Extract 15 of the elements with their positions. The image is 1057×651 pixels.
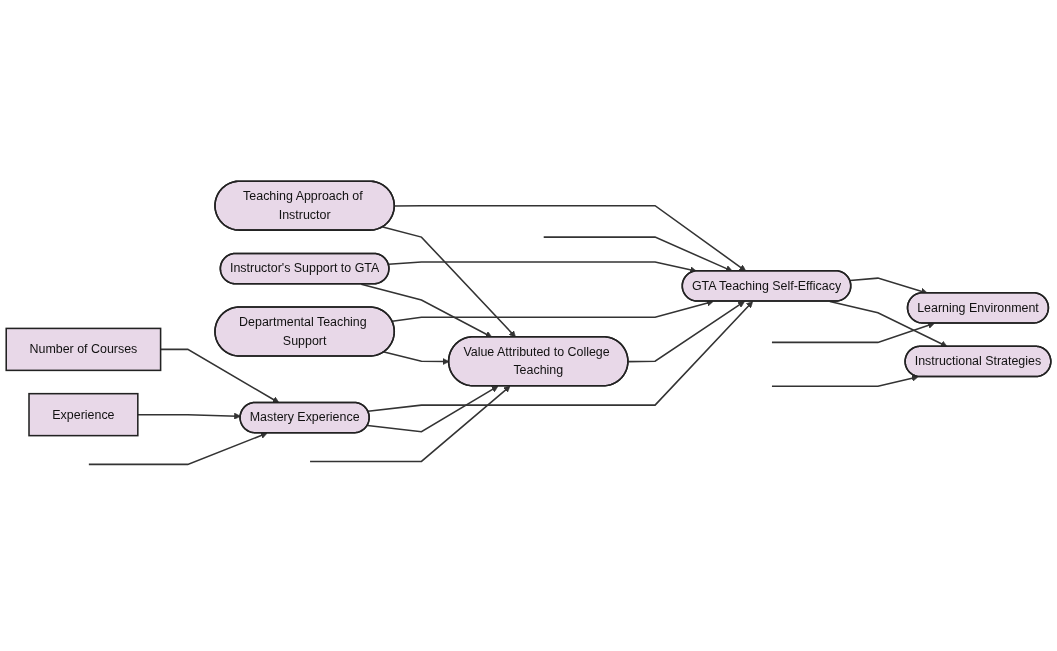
arrow xyxy=(309,385,511,463)
arrow xyxy=(88,432,268,466)
node-box: Number of Courses xyxy=(5,327,162,372)
arrow xyxy=(360,283,493,338)
arrow xyxy=(771,374,919,388)
arrow xyxy=(627,301,745,363)
arrow xyxy=(849,277,928,295)
arrow xyxy=(382,226,516,338)
arrow xyxy=(367,301,754,413)
arrow xyxy=(387,261,697,274)
arrow xyxy=(137,412,241,420)
arrow xyxy=(771,322,935,344)
arrow xyxy=(542,236,733,272)
arrow xyxy=(366,385,499,433)
node-box: Experience xyxy=(28,392,139,437)
